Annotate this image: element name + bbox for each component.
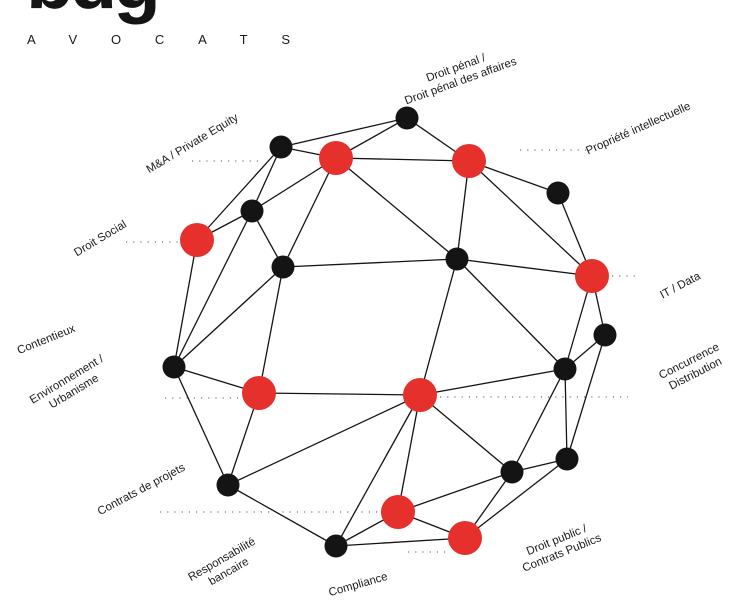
red-node-c bbox=[319, 141, 353, 175]
edge-h-o bbox=[419, 258, 458, 396]
black-node-u bbox=[324, 534, 348, 558]
label-text: Contentieux bbox=[16, 323, 78, 357]
black-node-b bbox=[269, 135, 293, 159]
label-text: Compliance bbox=[327, 571, 389, 599]
edge-u-t bbox=[335, 537, 466, 547]
label-propriete: Propriété intellectuelle bbox=[584, 100, 692, 157]
label-droit-penal: Droit pénal /Droit pénal des affaires bbox=[403, 52, 518, 107]
edge-k-p bbox=[566, 334, 606, 460]
dotted-leaders bbox=[126, 149, 638, 553]
edge-g-l bbox=[173, 239, 198, 368]
logo-wordmark: bdg bbox=[26, 0, 157, 25]
edge-m-p bbox=[564, 368, 568, 460]
edge-m-o bbox=[419, 368, 566, 396]
label-compliance: Compliance bbox=[327, 571, 389, 599]
edge-b-f bbox=[251, 146, 282, 212]
black-node-f bbox=[240, 199, 264, 223]
black-node-p bbox=[555, 447, 579, 471]
logo: bdg AVOCATS bbox=[26, 0, 290, 47]
edge-o-q bbox=[419, 394, 513, 473]
red-node-s bbox=[381, 495, 415, 529]
label-text: IT / Data bbox=[658, 270, 703, 301]
black-node-e bbox=[546, 181, 570, 205]
edge-c-d bbox=[335, 157, 470, 162]
logo-tagline: AVOCATS bbox=[27, 32, 290, 47]
edge-h-i bbox=[282, 258, 458, 268]
edge-c-h bbox=[335, 157, 458, 260]
label-text: Droit Social bbox=[72, 219, 129, 260]
red-node-o bbox=[403, 378, 437, 412]
red-node-t bbox=[448, 521, 482, 555]
edge-c-i bbox=[282, 157, 337, 268]
edge-i-l bbox=[173, 266, 284, 368]
edge-i-n bbox=[258, 266, 284, 394]
label-text: M&A / Private Equity bbox=[144, 112, 240, 176]
edge-o-r bbox=[227, 394, 421, 486]
edge-h-j bbox=[456, 258, 593, 277]
red-node-g bbox=[180, 223, 214, 257]
black-node-a bbox=[395, 106, 419, 130]
black-node-m bbox=[553, 357, 577, 381]
network-nodes bbox=[162, 106, 617, 558]
label-text: Contrats de projets bbox=[96, 462, 188, 518]
label-droit-public: Droit public /Contrats Publics bbox=[521, 523, 603, 575]
red-node-j bbox=[575, 259, 609, 293]
label-it-data: IT / Data bbox=[658, 270, 703, 301]
edge-l-r bbox=[173, 366, 229, 486]
edge-n-o bbox=[258, 392, 421, 396]
edge-r-u bbox=[227, 484, 337, 547]
label-text: Propriété intellectuelle bbox=[584, 100, 692, 157]
edge-p-t bbox=[464, 458, 568, 539]
black-node-h bbox=[445, 247, 469, 271]
black-node-q bbox=[500, 460, 524, 484]
edge-m-q bbox=[511, 368, 566, 473]
black-node-r bbox=[216, 473, 240, 497]
label-contrats-projets: Contrats de projets bbox=[96, 462, 188, 518]
label-ma: M&A / Private Equity bbox=[144, 112, 240, 176]
edge-q-s bbox=[397, 471, 513, 513]
red-node-d bbox=[452, 144, 486, 178]
edge-d-j bbox=[468, 160, 593, 277]
edge-h-m bbox=[456, 258, 566, 370]
label-droit-social: Droit Social bbox=[72, 219, 129, 260]
black-node-k bbox=[593, 323, 617, 347]
black-node-i bbox=[271, 255, 295, 279]
label-environnement: Environnement /Urbanisme bbox=[28, 353, 107, 412]
edge-f-l bbox=[173, 210, 253, 368]
label-contentieux: Contentieux bbox=[16, 323, 78, 357]
black-node-l bbox=[162, 355, 186, 379]
edge-o-s bbox=[397, 394, 421, 513]
red-node-n bbox=[242, 376, 276, 410]
edge-o-u bbox=[335, 394, 421, 547]
edge-a-b bbox=[280, 117, 408, 148]
edge-b-g bbox=[196, 146, 282, 241]
